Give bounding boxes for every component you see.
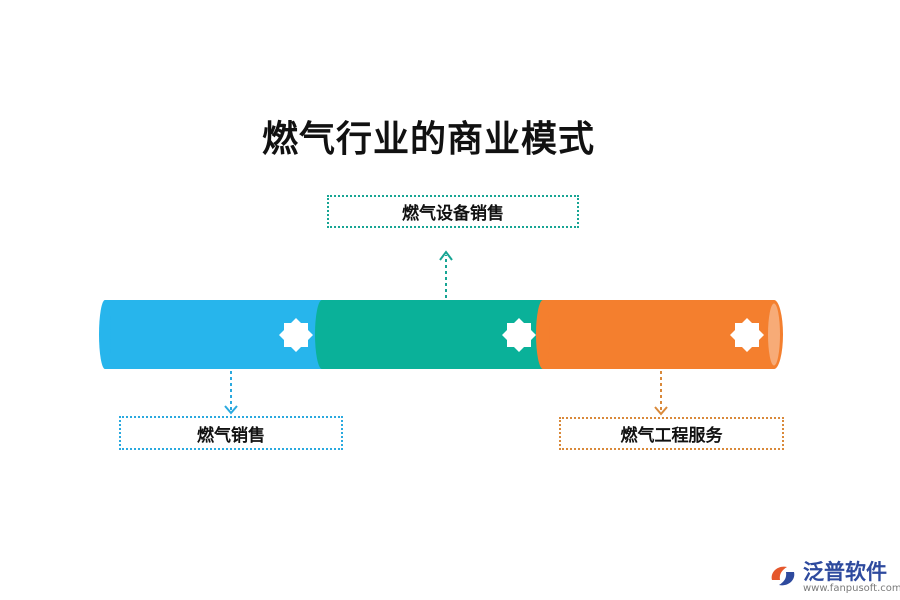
node-gas-sales: 燃气销售: [119, 416, 343, 450]
brand-logo-icon: [771, 566, 795, 586]
star-icon: [502, 318, 536, 352]
arrow-down-blue: [224, 371, 238, 415]
star-icon: [279, 318, 313, 352]
brand-logo: 泛普软件 www.fanpusoft.com: [768, 556, 900, 600]
brand-url: www.fanpusoft.com: [803, 583, 900, 594]
arrow-down-orange: [654, 371, 668, 416]
node-gas-equipment-sales: 燃气设备销售: [327, 195, 579, 228]
diagram-title: 燃气行业的商业模式: [262, 119, 596, 160]
node-gas-engineering-service: 燃气工程服务: [559, 417, 784, 450]
pipe-end-cap: [768, 303, 780, 366]
arrow-up-green: [439, 250, 453, 298]
star-icon: [730, 318, 764, 352]
brand-name: 泛普软件: [803, 560, 887, 584]
